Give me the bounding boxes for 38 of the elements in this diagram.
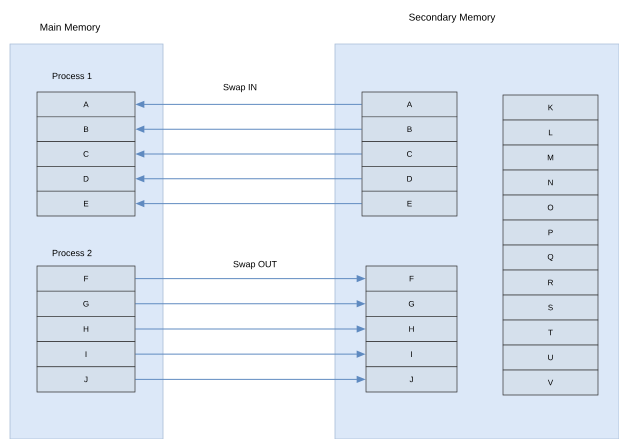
memory-cell: E xyxy=(362,190,458,216)
memory-cell: T xyxy=(502,320,598,346)
memory-cell: H xyxy=(36,316,136,342)
memory-cell: F xyxy=(366,266,458,292)
memory-cell: V xyxy=(502,370,598,396)
memory-cell: L xyxy=(502,120,598,146)
memory-cell: G xyxy=(36,290,136,317)
memory-cell: B xyxy=(36,116,136,142)
memory-cell: K xyxy=(502,94,598,120)
memory-cell: I xyxy=(366,341,458,368)
memory-cell: S xyxy=(502,294,598,320)
memory-cell: I xyxy=(36,341,136,368)
panel-heading: Secondary Memory xyxy=(409,13,496,23)
memory-cell: A xyxy=(362,92,458,118)
memory-cell: F xyxy=(36,266,136,292)
panel-heading: Main Memory xyxy=(40,23,100,33)
process-heading: Process 1 xyxy=(52,72,92,80)
memory-cell: C xyxy=(36,141,136,167)
memory-cell: U xyxy=(502,344,598,370)
memory-cell: J xyxy=(366,366,458,392)
memory-cell: Q xyxy=(502,244,598,270)
memory-cell: B xyxy=(362,116,458,142)
memory-cell: N xyxy=(502,170,598,196)
memory-cell: D xyxy=(362,166,458,192)
swap-label: Swap OUT xyxy=(233,260,277,270)
memory-cell: D xyxy=(36,166,136,192)
process-heading: Process 2 xyxy=(52,250,92,256)
memory-cell: M xyxy=(502,144,598,170)
swap-label: Swap IN xyxy=(223,84,256,92)
memory-cell: C xyxy=(362,141,458,167)
memory-cell: P xyxy=(502,220,598,246)
memory-cell: E xyxy=(36,190,136,216)
memory-cell: R xyxy=(502,270,598,296)
memory-cell: A xyxy=(36,92,136,118)
memory-cell: H xyxy=(366,316,458,342)
memory-cell: G xyxy=(366,290,458,317)
memory-cell: O xyxy=(502,194,598,220)
memory-cell: J xyxy=(36,366,136,392)
